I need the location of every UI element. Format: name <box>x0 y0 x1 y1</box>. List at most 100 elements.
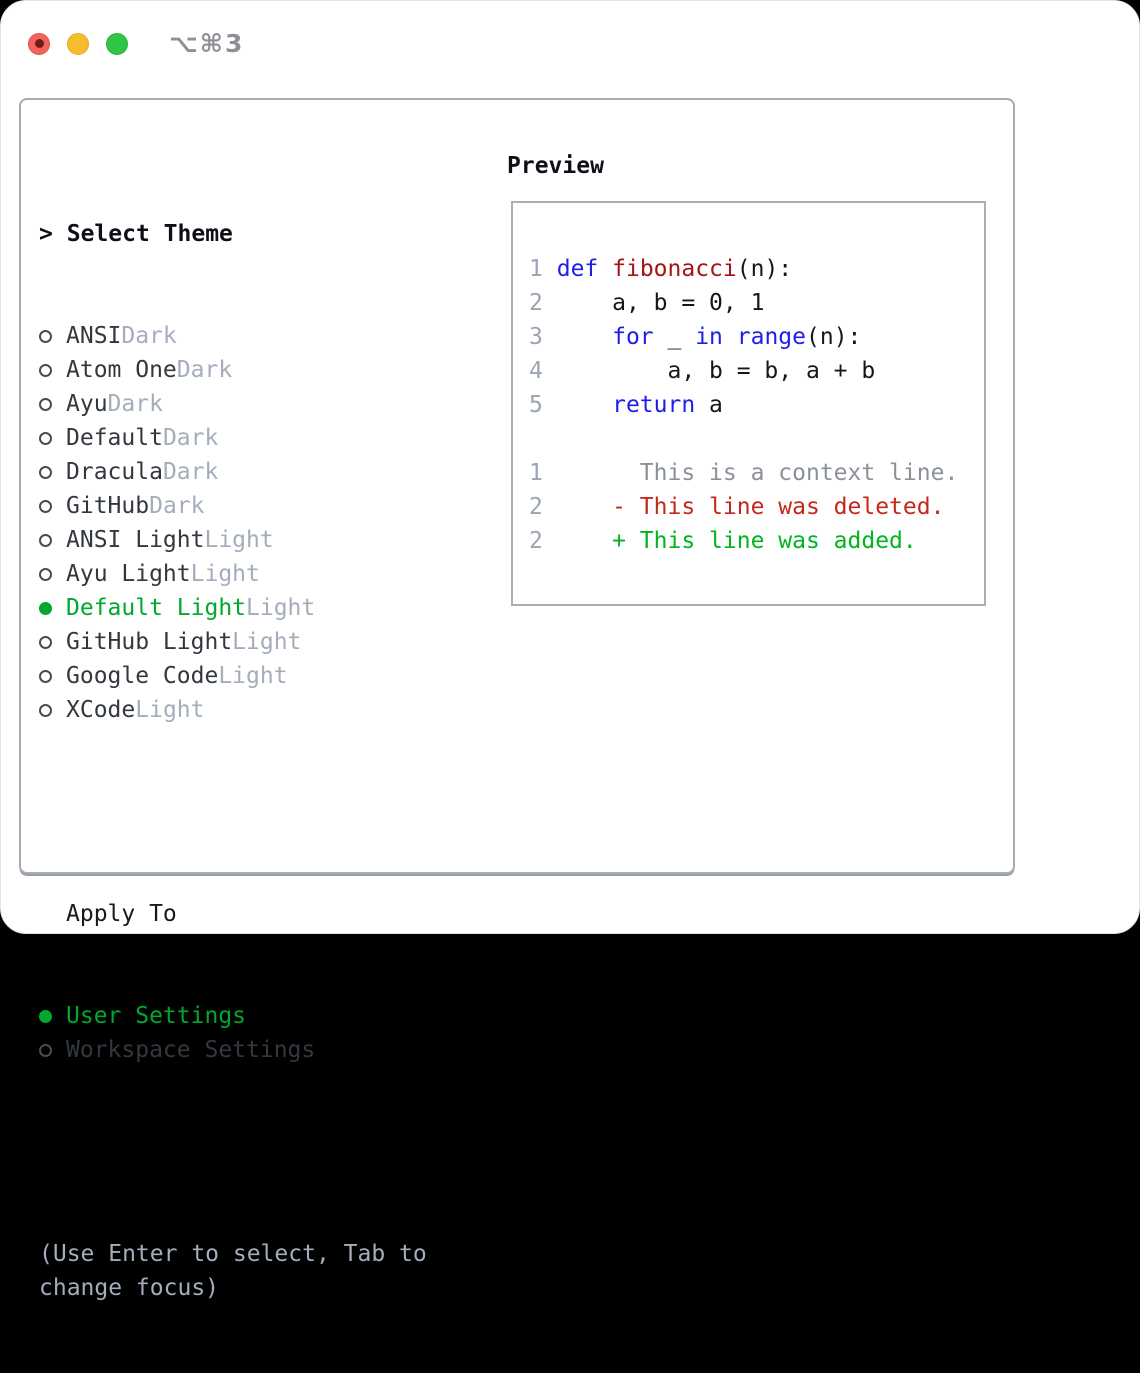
line-number: 1 <box>529 460 543 486</box>
code-token-add: + This line was added. <box>557 528 917 554</box>
code-token-pl: a, b = 0, 1 <box>557 290 765 316</box>
radio-selected-icon <box>39 1010 52 1023</box>
theme-item-google-code[interactable]: Google Code Light <box>39 659 474 693</box>
apply-option-user-settings[interactable]: User Settings <box>39 999 474 1033</box>
titlebar: ⌥⌘3 <box>28 29 244 58</box>
theme-item-default-light-label: Default Light <box>66 591 246 625</box>
code-token-kw: range <box>737 324 806 350</box>
radio-unselected-icon <box>39 1044 52 1057</box>
theme-item-google-code-label: Google Code <box>66 659 218 693</box>
preview-title: Preview <box>507 149 604 183</box>
prompt-caret-icon: > <box>39 217 53 251</box>
code-token-kw: in <box>695 324 723 350</box>
theme-variant-badge: Light <box>204 523 273 557</box>
theme-item-ansi-light-label: ANSI Light <box>66 523 204 557</box>
apply-option-user-settings-label: User Settings <box>66 999 246 1033</box>
spacer-row <box>39 795 474 829</box>
radio-unselected-icon <box>39 364 52 377</box>
theme-variant-badge: Dark <box>177 353 232 387</box>
theme-variant-badge: Dark <box>121 319 176 353</box>
code-line: 2 - This line was deleted. <box>529 490 984 524</box>
radio-unselected-icon <box>39 432 52 445</box>
code-line: 1 This is a context line. <box>529 456 984 490</box>
theme-variant-badge: Dark <box>108 387 163 421</box>
radio-unselected-icon <box>39 398 52 411</box>
theme-item-dracula-label: Dracula <box>66 455 163 489</box>
apply-option-workspace-settings[interactable]: Workspace Settings <box>39 1033 474 1067</box>
radio-unselected-icon <box>39 500 52 513</box>
code-line <box>529 422 984 456</box>
code-token-pl <box>598 256 612 282</box>
code-token-pl <box>557 392 612 418</box>
theme-item-github-light-label: GitHub Light <box>66 625 232 659</box>
keyboard-hint: (Use Enter to select, Tab to change focu… <box>39 1237 474 1305</box>
line-number: 3 <box>529 324 543 350</box>
code-line: 2 + This line was added. <box>529 524 984 558</box>
theme-variant-badge: Dark <box>149 489 204 523</box>
code-token-kw: for <box>612 324 654 350</box>
code-token-kw: return <box>612 392 695 418</box>
code-line: 2 a, b = 0, 1 <box>529 286 984 320</box>
theme-variant-badge: Light <box>191 557 260 591</box>
radio-unselected-icon <box>39 466 52 479</box>
theme-variant-badge: Dark <box>163 455 218 489</box>
theme-variant-badge: Light <box>135 693 204 727</box>
theme-panel-header: > Select Theme <box>39 217 474 251</box>
code-token-pl: _ <box>654 324 696 350</box>
code-token-pl: a <box>695 392 723 418</box>
apply-to-title: Apply To <box>66 897 177 931</box>
code-token-pl: (n): <box>806 324 861 350</box>
theme-variant-badge: Light <box>232 625 301 659</box>
theme-item-default[interactable]: Default Dark <box>39 421 474 455</box>
code-line: 5 return a <box>529 388 984 422</box>
code-token-pl: (n): <box>737 256 792 282</box>
line-number: 4 <box>529 358 543 384</box>
theme-item-ayu-light-label: Ayu Light <box>66 557 191 591</box>
code-token-pl: a, b = b, a + b <box>557 358 876 384</box>
code-line: 4 a, b = b, a + b <box>529 354 984 388</box>
theme-item-github[interactable]: GitHub Dark <box>39 489 474 523</box>
zoom-button[interactable] <box>106 33 128 55</box>
theme-item-ayu-light[interactable]: Ayu Light Light <box>39 557 474 591</box>
apply-option-workspace-settings-label: Workspace Settings <box>66 1033 315 1067</box>
theme-item-github-label: GitHub <box>66 489 149 523</box>
window-shortcut-label: ⌥⌘3 <box>169 29 244 58</box>
line-number: 5 <box>529 392 543 418</box>
radio-unselected-icon <box>39 568 52 581</box>
line-number: 1 <box>529 256 543 282</box>
record-dot-icon <box>35 39 44 48</box>
code-line: 1 def fibonacci(n): <box>529 252 984 286</box>
radio-unselected-icon <box>39 636 52 649</box>
theme-item-atom-one[interactable]: Atom One Dark <box>39 353 474 387</box>
theme-item-xcode-label: XCode <box>66 693 135 727</box>
theme-item-ansi[interactable]: ANSI Dark <box>39 319 474 353</box>
theme-item-ayu[interactable]: Ayu Dark <box>39 387 474 421</box>
line-number: 2 <box>529 528 543 554</box>
theme-item-default-label: Default <box>66 421 163 455</box>
close-button[interactable] <box>28 33 50 55</box>
theme-item-dracula[interactable]: Dracula Dark <box>39 455 474 489</box>
theme-item-default-light[interactable]: Default Light Light <box>39 591 474 625</box>
apply-to-header: Apply To <box>39 897 474 931</box>
radio-unselected-icon <box>39 330 52 343</box>
radio-unselected-icon <box>39 704 52 717</box>
theme-item-xcode[interactable]: XCode Light <box>39 693 474 727</box>
code-token-kw: def <box>557 256 599 282</box>
theme-item-atom-one-label: Atom One <box>66 353 177 387</box>
theme-item-ansi-label: ANSI <box>66 319 121 353</box>
code-token-pl <box>557 324 612 350</box>
line-number: 2 <box>529 494 543 520</box>
spacer-row <box>39 1135 474 1169</box>
radio-selected-icon <box>39 602 52 615</box>
minimize-button[interactable] <box>67 33 89 55</box>
code-line: 3 for _ in range(n): <box>529 320 984 354</box>
theme-variant-badge: Light <box>218 659 287 693</box>
code-token-del: - This line was deleted. <box>557 494 945 520</box>
theme-item-github-light[interactable]: GitHub Light Light <box>39 625 474 659</box>
theme-item-ansi-light[interactable]: ANSI Light Light <box>39 523 474 557</box>
